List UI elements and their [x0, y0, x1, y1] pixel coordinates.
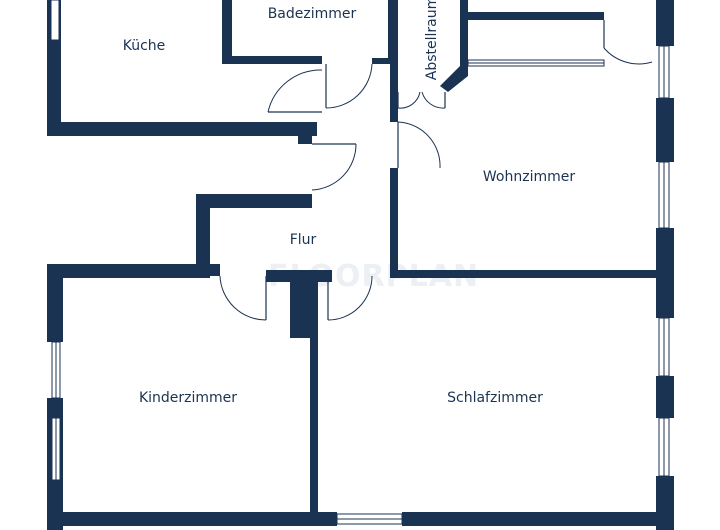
- walls: [47, 0, 674, 530]
- room-label-wohnzimmer: Wohnzimmer: [483, 169, 575, 185]
- room-label-kueche: Küche: [123, 38, 166, 54]
- room-label-kinderzimmer: Kinderzimmer: [139, 390, 237, 406]
- room-label-flur: Flur: [290, 232, 317, 248]
- doors: [219, 20, 653, 321]
- room-label-abstellraum: Abstellraum: [424, 0, 440, 80]
- windows: [50, 0, 670, 525]
- room-label-badezimmer: Badezimmer: [268, 6, 357, 22]
- room-label-schlafzimmer: Schlafzimmer: [447, 390, 543, 406]
- room-labels: Küche Badezimmer Abstellraum Wohnzimmer …: [123, 0, 576, 406]
